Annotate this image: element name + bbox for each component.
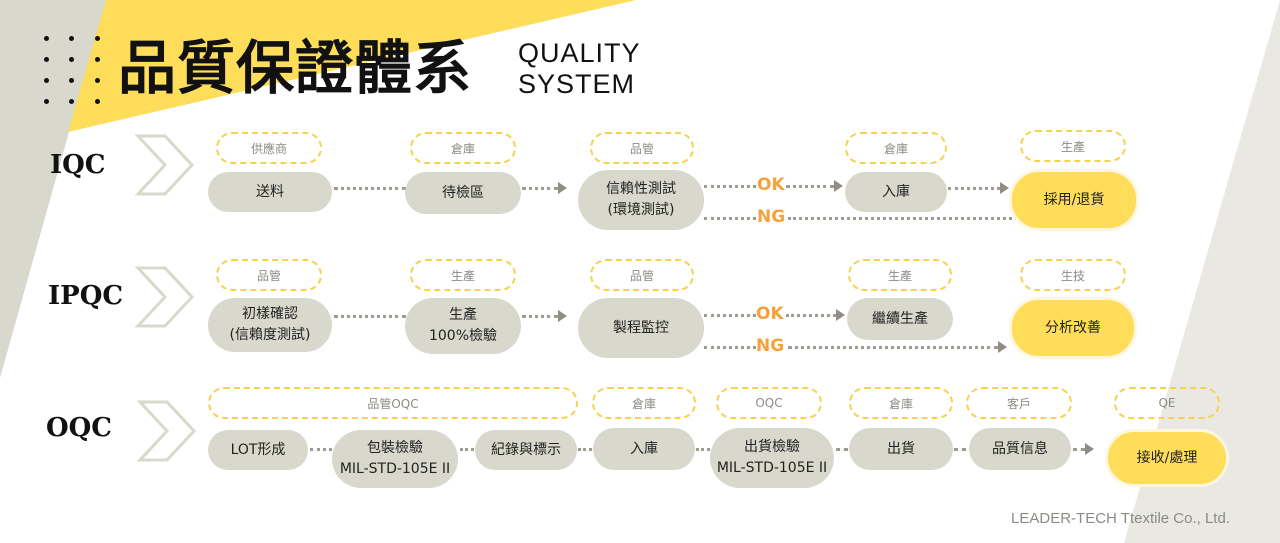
role-tag: QE — [1114, 387, 1220, 419]
connector — [1073, 448, 1085, 451]
subtitle-line-2: SYSTEM — [518, 69, 636, 99]
page-subtitle: QUALITY SYSTEM — [518, 38, 641, 100]
role-tag-group: 品管OQC — [208, 387, 578, 419]
role-tag: 倉庫 — [410, 132, 516, 164]
role-tag: OQC — [716, 387, 822, 419]
chevron-right-icon — [135, 266, 195, 328]
role-tag: 生產 — [1020, 130, 1126, 162]
process-node: LOT形成 — [208, 430, 308, 470]
role-tag: 倉庫 — [845, 132, 947, 164]
connector — [948, 187, 1000, 190]
process-node: 製程監控 — [578, 298, 704, 358]
process-node: 繼續生產 — [847, 298, 953, 340]
connector — [704, 346, 756, 349]
node-line-2: MIL-STD-105E II — [716, 460, 828, 476]
section-label-oqc: OQC — [46, 413, 112, 443]
role-tag: 倉庫 — [592, 387, 696, 419]
connector — [704, 314, 756, 317]
role-tag: 供應商 — [216, 132, 322, 164]
arrow-right-icon — [834, 180, 843, 192]
section-label-ipqc: IPQC — [48, 281, 124, 311]
connector — [704, 217, 756, 220]
node-line-1: 出貨檢驗 — [743, 439, 800, 455]
arrow-right-icon — [836, 309, 845, 321]
node-line-1: 包裝檢驗 — [366, 440, 423, 456]
connector — [334, 187, 406, 190]
role-tag: 客戶 — [966, 387, 1072, 419]
page-title: 品質保證體系 — [118, 34, 473, 102]
role-tag: 生技 — [1020, 259, 1126, 291]
process-node-final: 分析改善 — [1009, 297, 1137, 359]
process-node: 包裝檢驗 MIL-STD-105E II — [332, 430, 458, 488]
role-tag: 倉庫 — [849, 387, 953, 419]
role-tag: 品管 — [590, 132, 694, 164]
arrow-right-icon — [1000, 182, 1009, 194]
connector — [522, 315, 558, 318]
connector — [310, 448, 332, 451]
role-tag: 品管 — [590, 259, 694, 291]
connector — [696, 448, 710, 451]
node-line-1: 生產 — [449, 307, 477, 323]
connector — [786, 314, 836, 317]
process-node: 紀錄與標示 — [475, 430, 577, 470]
arrow-right-icon — [558, 310, 567, 322]
connector — [786, 185, 834, 188]
chevron-right-icon — [135, 134, 195, 196]
connector — [788, 346, 998, 349]
arrow-right-icon — [998, 341, 1007, 353]
connector — [460, 448, 474, 451]
process-node: 送料 — [208, 172, 332, 212]
process-node: 入庫 — [845, 172, 947, 212]
node-line-2: 100%檢驗 — [428, 328, 498, 344]
process-node: 生產 100%檢驗 — [405, 298, 521, 354]
ok-label: OK — [757, 175, 785, 195]
process-node: 品質信息 — [969, 428, 1071, 470]
ng-label: NG — [756, 336, 785, 356]
process-node: 出貨 — [849, 428, 953, 470]
arrow-right-icon — [558, 182, 567, 194]
connector — [334, 315, 406, 318]
role-tag: 品管 — [216, 259, 322, 291]
role-tag: 生產 — [848, 259, 952, 291]
node-line-1: 初樣確認 — [242, 306, 298, 322]
process-node-final: 接收/處理 — [1105, 429, 1229, 487]
connector — [788, 217, 1018, 220]
arrow-right-icon — [1085, 443, 1094, 455]
yellow-banner — [68, 0, 636, 132]
dot-grid-icon — [44, 36, 106, 108]
process-node: 初樣確認 (信賴度測試) — [208, 298, 332, 352]
connector — [954, 448, 966, 451]
process-node: 信賴性測試 (環境測試) — [578, 170, 704, 230]
connector — [578, 448, 592, 451]
node-line-2: (信賴度測試) — [229, 327, 311, 343]
process-node: 入庫 — [593, 428, 695, 470]
role-tag: 生產 — [410, 259, 516, 291]
node-line-2: (環境測試) — [607, 202, 675, 218]
company-name: LEADER-TECH Ttextile Co., Ltd. — [1011, 510, 1230, 527]
ok-label: OK — [756, 304, 784, 324]
connector — [836, 448, 848, 451]
process-node: 待檢區 — [405, 172, 521, 214]
right-gray-band — [1124, 0, 1280, 543]
connector — [704, 185, 756, 188]
subtitle-line-1: QUALITY — [518, 38, 641, 68]
connector — [522, 187, 558, 190]
section-label-iqc: IQC — [50, 150, 106, 180]
process-node: 出貨檢驗 MIL-STD-105E II — [710, 428, 834, 488]
chevron-right-icon — [137, 400, 197, 462]
node-line-1: 信賴性測試 — [606, 181, 676, 197]
node-line-2: MIL-STD-105E II — [339, 461, 451, 477]
ng-label: NG — [757, 207, 786, 227]
process-node-final: 採用/退貨 — [1009, 169, 1139, 231]
